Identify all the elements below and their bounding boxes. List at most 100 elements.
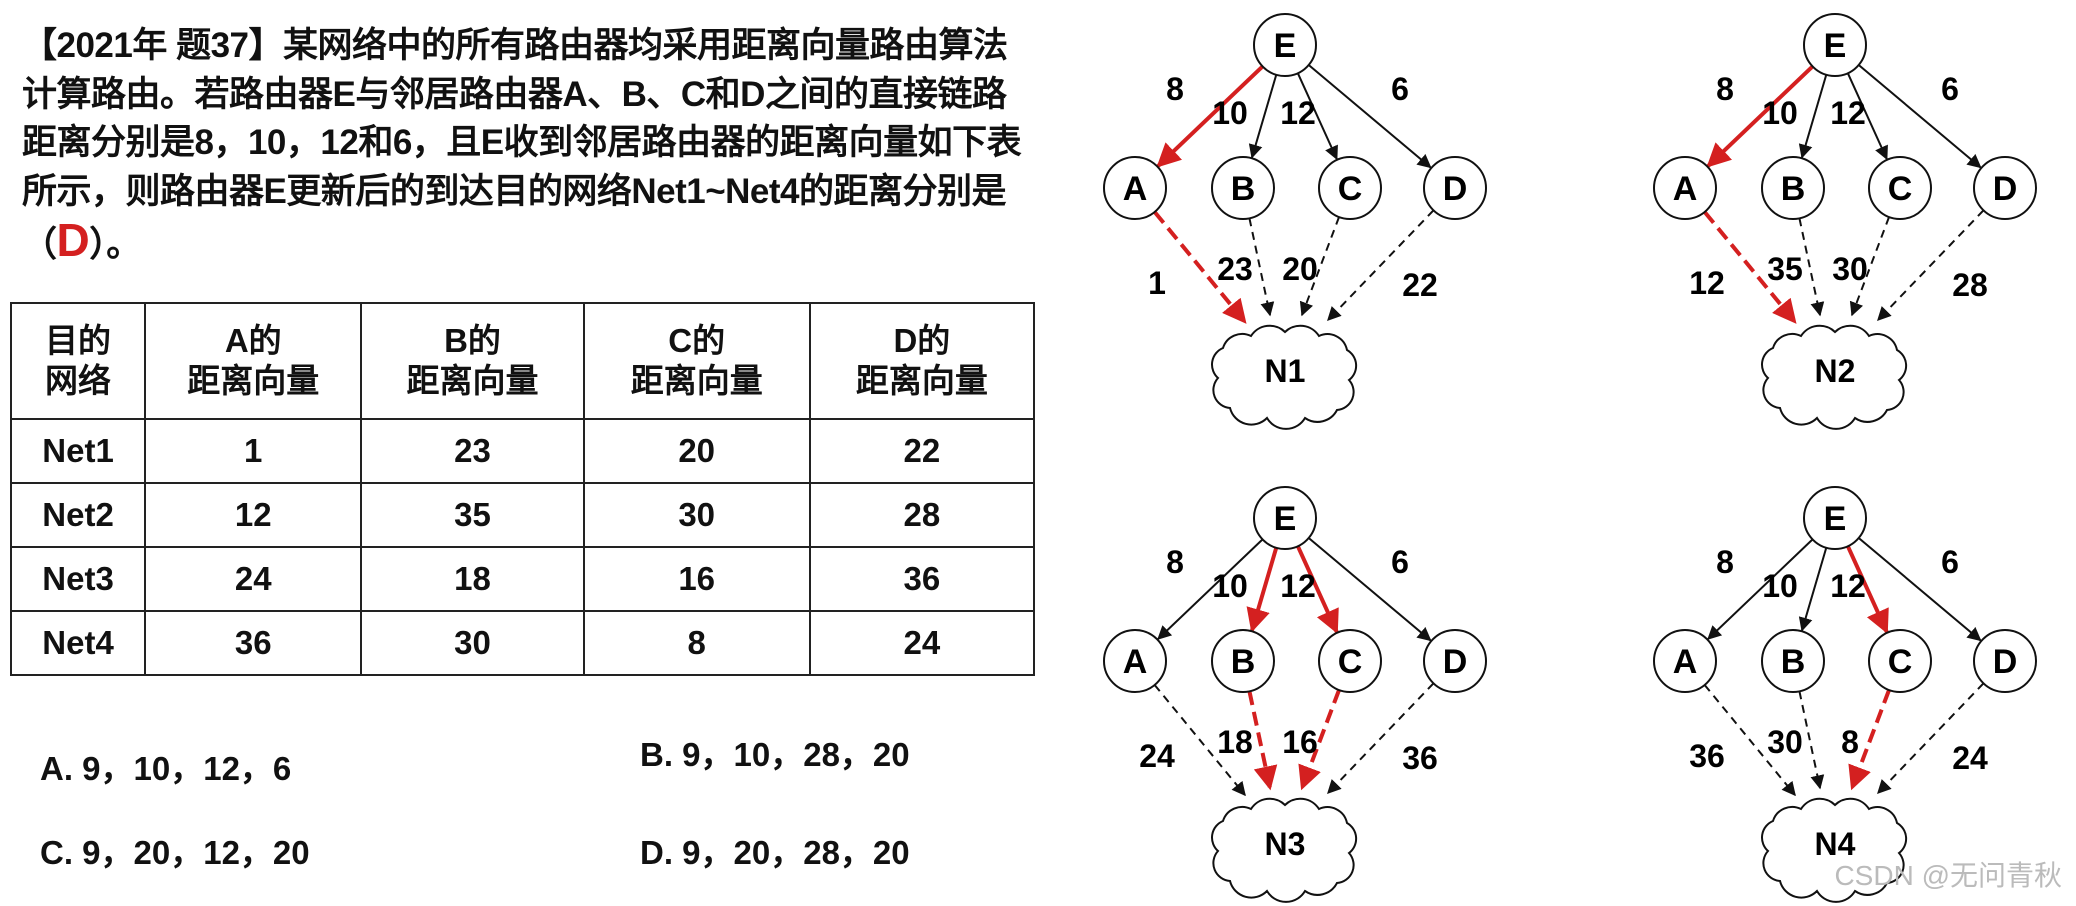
column-header: B的距离向量 (360, 302, 585, 420)
router-c-circle (1318, 629, 1382, 693)
column-header: A的距离向量 (144, 302, 363, 420)
column-header: D的距离向量 (808, 302, 1036, 420)
router-b-circle (1761, 156, 1825, 220)
table-cell: 1 (144, 418, 363, 484)
distance-edge (1248, 218, 1275, 317)
table-cell: 28 (808, 482, 1036, 548)
network-label: N4 (1815, 826, 1856, 862)
router-c-label: C (1338, 643, 1363, 681)
link-edge (1706, 64, 1814, 168)
router-d-circle (1973, 629, 2037, 693)
option-a: A. 9，10，12，6 (40, 750, 292, 787)
answer-letter: D (56, 214, 90, 266)
distance-value: 22 (1402, 267, 1438, 303)
distance-value: 24 (1139, 738, 1175, 774)
link-cost: 12 (1830, 568, 1866, 604)
router-a-label: A (1673, 643, 1698, 681)
distance-value: 36 (1689, 738, 1725, 774)
header-line: 距离向量 (630, 362, 763, 399)
router-c-label: C (1888, 643, 1913, 681)
router-a-label: A (1123, 643, 1148, 681)
distance-value: 8 (1841, 724, 1859, 760)
link-edge (1798, 547, 1828, 632)
distance-value: 36 (1402, 740, 1438, 776)
router-a-label: A (1673, 170, 1698, 208)
link-cost: 10 (1762, 568, 1798, 604)
question-text: 【2021年 题37】某网络中的所有路由器均采用距离向量路由算法计算路由。若路由… (22, 22, 1022, 270)
link-edge (1296, 72, 1338, 161)
router-d-circle (1973, 156, 2037, 220)
header-line: A的 (224, 322, 282, 359)
distance-value: 16 (1282, 724, 1318, 760)
column-header: 目的网络 (9, 302, 147, 420)
network-cloud (1211, 797, 1358, 903)
distance-value: 20 (1282, 251, 1318, 287)
table-cell: Net3 (9, 546, 147, 612)
router-c-label: C (1888, 170, 1913, 208)
router-a-circle (1653, 629, 1717, 693)
table-cell: Net1 (9, 418, 147, 484)
router-b-label: B (1781, 170, 1806, 208)
link-cost: 10 (1212, 568, 1248, 604)
table-cell: Net2 (9, 482, 147, 548)
link-cost: 8 (1716, 71, 1734, 107)
table-cell: 30 (360, 610, 585, 676)
link-edge (1707, 538, 1814, 640)
link-cost: 8 (1166, 71, 1184, 107)
router-c-circle (1318, 156, 1382, 220)
header-line: 距离向量 (406, 362, 539, 399)
link-cost: 12 (1280, 568, 1316, 604)
link-edge (1156, 64, 1264, 168)
network-label: N1 (1265, 353, 1306, 389)
router-c-circle (1868, 156, 1932, 220)
router-b-circle (1211, 156, 1275, 220)
network-cloud (1761, 324, 1908, 430)
table-cell: 8 (582, 610, 811, 676)
table-cell: 24 (144, 546, 363, 612)
link-cost: 8 (1716, 544, 1734, 580)
header-line: C的 (668, 322, 726, 359)
link-edge (1157, 538, 1264, 640)
router-d-label: D (1993, 643, 2018, 681)
link-cost: 12 (1280, 95, 1316, 131)
router-e-circle (1253, 13, 1317, 77)
router-e-circle (1253, 486, 1317, 550)
header-line: B的 (444, 322, 501, 359)
link-edge (1296, 545, 1339, 635)
header-line: D的 (893, 322, 951, 359)
question-suffix: ）。 (89, 225, 141, 264)
column-header: C的距离向量 (582, 302, 811, 420)
option-b: B. 9，10，28，20 (640, 736, 910, 773)
router-b-label: B (1231, 643, 1256, 681)
distance-edge (1703, 210, 1797, 324)
distance-value: 1 (1148, 265, 1166, 301)
network-label: N2 (1815, 353, 1856, 389)
router-e-label: E (1824, 27, 1847, 65)
table-cell: 16 (582, 546, 811, 612)
option-d: D. 9，20，28，20 (640, 834, 910, 871)
header-line: 网络 (45, 362, 112, 399)
router-b-label: B (1781, 643, 1806, 681)
distance-value: 18 (1217, 724, 1253, 760)
link-cost: 6 (1391, 544, 1409, 580)
router-e-circle (1803, 13, 1867, 77)
table-cell: 18 (360, 546, 585, 612)
link-cost: 10 (1212, 95, 1248, 131)
distance-edge (1153, 210, 1247, 324)
distance-edge (1327, 209, 1435, 322)
table-cell: 36 (808, 546, 1036, 612)
router-a-label: A (1123, 170, 1148, 208)
link-cost: 10 (1762, 95, 1798, 131)
distance-edge (1327, 682, 1435, 795)
network-label: N3 (1265, 826, 1306, 862)
network-cloud (1211, 324, 1358, 430)
link-cost: 8 (1166, 544, 1184, 580)
router-b-circle (1211, 629, 1275, 693)
table-cell: 30 (582, 482, 811, 548)
distance-edge (1848, 689, 1891, 791)
router-d-circle (1423, 629, 1487, 693)
router-d-label: D (1443, 643, 1468, 681)
